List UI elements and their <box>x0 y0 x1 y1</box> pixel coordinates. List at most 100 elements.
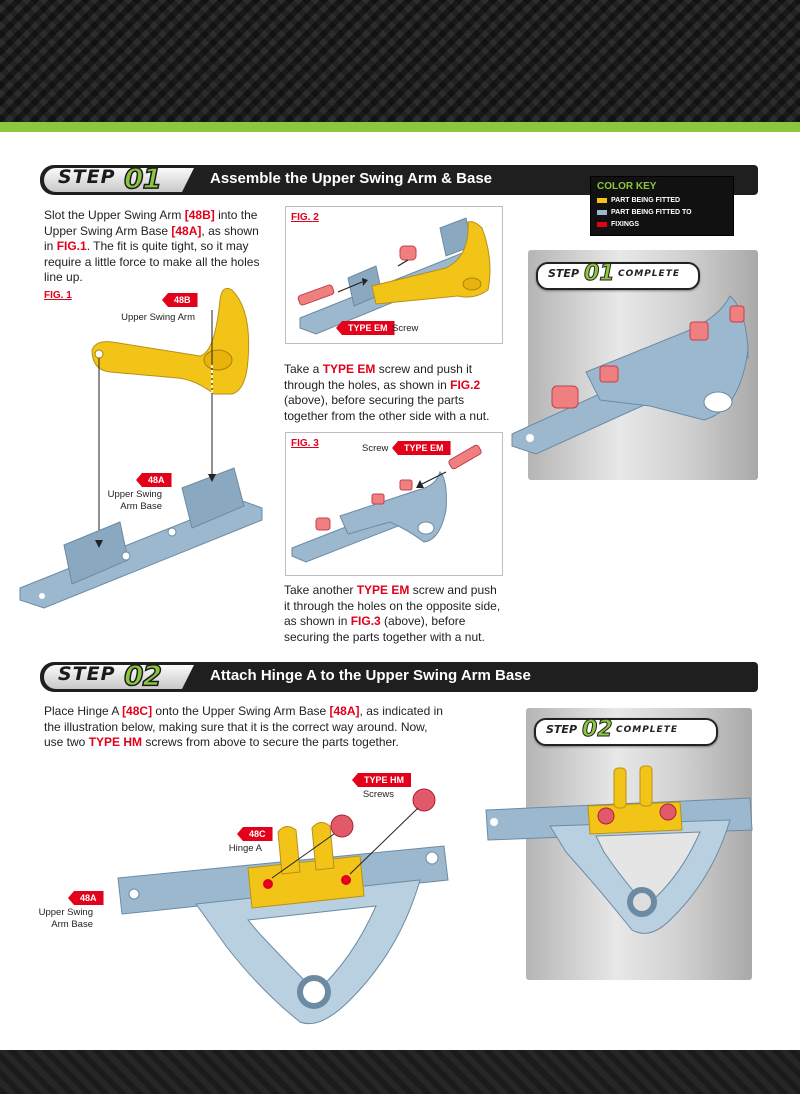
fig3-arrow-head <box>416 480 424 488</box>
complete2-hinge-post <box>639 765 653 807</box>
step1-plate <box>44 168 194 192</box>
body-text: into the Upper Swing Arm Base <box>44 208 258 238</box>
fig1-base-block <box>181 467 245 529</box>
highlight-ref: [48B] <box>184 208 215 222</box>
color-key-title: COLOR KEY <box>597 181 657 192</box>
complete1-nut <box>689 321 709 341</box>
step2-arrow <box>271 833 335 879</box>
body-text: Take a <box>284 362 323 376</box>
highlight-ref: TYPE HM <box>88 735 143 749</box>
header-carbon-band <box>0 0 800 122</box>
fig2-arm-hole <box>462 277 482 291</box>
swatch-blue <box>597 209 607 215</box>
highlight-ref: FIG.1 <box>56 239 87 253</box>
complete1-nut <box>729 305 745 323</box>
color-key-item: PART BEING FITTED TO <box>597 209 692 216</box>
complete2-screw <box>597 807 615 825</box>
body-text: (above), before securing the parts toget… <box>284 393 490 423</box>
color-key-item: FIXINGS <box>597 221 639 228</box>
fig2-arrow-head <box>362 278 368 286</box>
fig1-arrow-head <box>208 474 216 482</box>
fig2-arrow <box>337 281 363 293</box>
color-key-item: PART BEING FITTED <box>597 197 680 204</box>
color-key-label: PART BEING FITTED <box>611 197 681 204</box>
step2-part-48a-name-line2: Arm Base <box>51 919 93 930</box>
step1-complete-word: COMPLETE <box>618 269 680 279</box>
step2-screw <box>412 788 436 812</box>
fig2-swing-arm <box>371 221 491 305</box>
step2-hinge-hole <box>341 875 351 885</box>
body-text: screw and push it through the holes, as … <box>284 362 473 392</box>
footer-carbon-band <box>0 1050 800 1094</box>
body-text: screw and push it through the holes on t… <box>284 583 501 628</box>
fig3-arm-hole <box>417 521 435 535</box>
step2-complete-number: 02 <box>582 717 614 743</box>
step2-title: Attach Hinge A to the Upper Swing Arm Ba… <box>210 667 531 684</box>
body-text: screws from above to secure the parts to… <box>142 735 399 749</box>
hm-screw-tag: TYPE HM <box>352 773 412 787</box>
fig3-nut <box>399 479 413 491</box>
complete2-base-hole <box>490 818 498 826</box>
part-48b-name: Upper Swing Arm <box>121 312 195 323</box>
fig1-label: FIG. 1 <box>44 290 72 301</box>
fig1-arm-hole <box>203 349 233 371</box>
color-key-label: FIXINGS <box>611 221 640 228</box>
fig3-screw-tag: TYPE EM <box>392 441 451 455</box>
fig3-text: Take another TYPE EM screw and push it t… <box>284 583 506 645</box>
swatch-yellow <box>597 197 607 203</box>
fig2-screw <box>297 284 335 306</box>
step2-step-word: STEP <box>58 663 116 685</box>
body-text: Slot the Upper Swing Arm <box>44 208 185 222</box>
fig3-arrow <box>421 471 447 485</box>
highlight-ref: FIG.2 <box>450 377 481 392</box>
fig3-label: FIG. 3 <box>291 438 319 449</box>
highlight-ref: TYPE EM <box>322 362 376 376</box>
highlight-ref: [48A] <box>329 704 360 718</box>
part-48a-name: Upper Swing Arm Base <box>90 489 162 513</box>
fig2-screw-name: Screw <box>392 323 419 334</box>
fig1-base-hole <box>121 551 131 561</box>
step2-complete-step: STEP <box>546 723 578 736</box>
step2-header-bar: STEP 02 Attach Hinge A to the Upper Swin… <box>40 658 758 693</box>
body-text: . The fit is quite tight, so it may requ… <box>44 239 260 284</box>
step2-arm-end-hole <box>297 975 331 1009</box>
step2-part-48a-name: Upper Swing Arm Base <box>30 907 93 931</box>
fig2-arrow <box>397 259 409 267</box>
step1-complete-number: 01 <box>584 261 616 287</box>
fig3-screw-head <box>315 517 331 531</box>
body-text: Take another <box>284 583 357 597</box>
fig3-screw <box>448 444 482 470</box>
highlight-ref: FIG.3 <box>350 614 381 628</box>
hm-screw-name: Screws <box>362 789 394 800</box>
fig2-screw-tag: TYPE EM <box>336 321 395 335</box>
part-48c-tag: 48C <box>237 827 273 841</box>
fig3-nut <box>371 493 385 505</box>
step2-base-hole <box>128 888 140 900</box>
step2-complete-badge: STEP 02 COMPLETE <box>534 717 718 746</box>
fig1-base-hole <box>39 593 45 599</box>
step1-step-word: STEP <box>58 166 116 188</box>
step1-title: Assemble the Upper Swing Arm & Base <box>210 170 493 187</box>
step2-hinge-hole <box>263 879 273 889</box>
complete1-screw-head <box>551 385 579 409</box>
complete2-arm-end-hole <box>627 887 657 917</box>
complete1-nut <box>599 365 619 383</box>
step1-complete-step: STEP <box>548 267 580 280</box>
part-48a-tag: 48A <box>136 473 172 487</box>
color-key: COLOR KEY PART BEING FITTED PART BEING F… <box>590 176 734 236</box>
step2-arrow <box>349 807 419 875</box>
complete2-screw <box>659 803 677 821</box>
part-48a-name-line1: Upper Swing <box>107 489 162 500</box>
step2-part-48a-name-line1: Upper Swing <box>38 907 93 918</box>
step2-plate <box>44 665 194 689</box>
fig1-arrow-head <box>95 540 103 548</box>
step2-hinge-post <box>311 822 335 871</box>
highlight-ref: [48C] <box>122 704 153 718</box>
step2-base-hole <box>425 851 439 865</box>
header-accent-stripe <box>0 122 800 132</box>
body-text: (above), before securing the parts toget… <box>284 614 485 644</box>
highlight-ref: [48A] <box>171 223 202 238</box>
body-text: Place Hinge A <box>44 704 123 718</box>
